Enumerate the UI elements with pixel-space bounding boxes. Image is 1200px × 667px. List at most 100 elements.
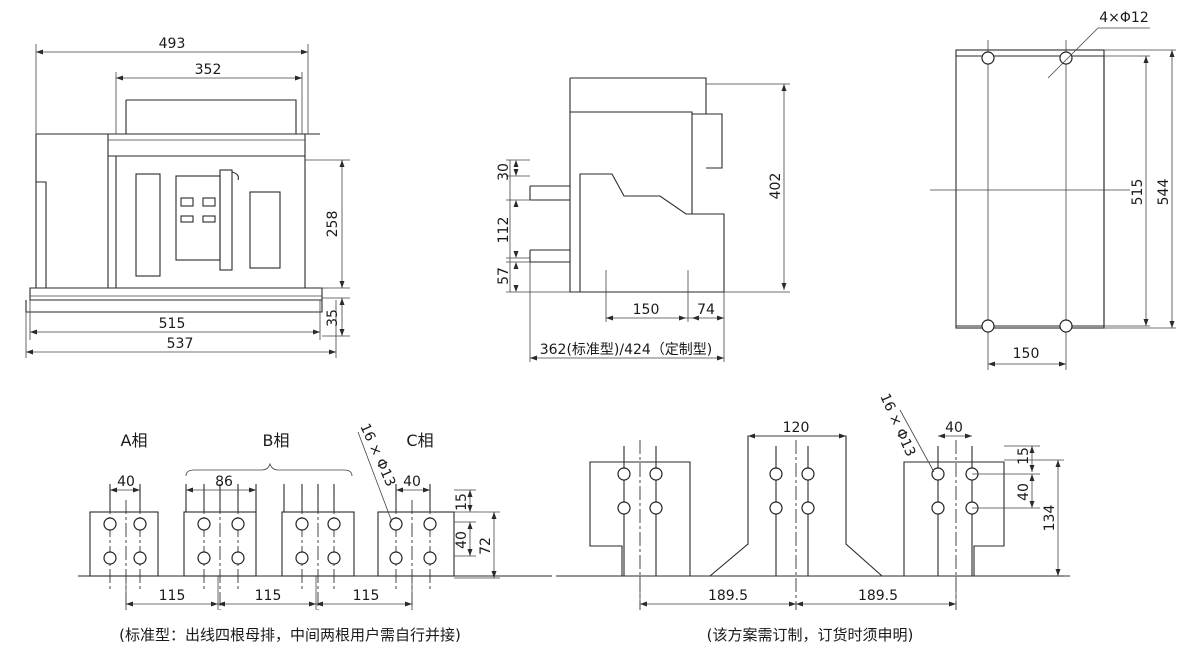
plate-a [89,511,159,577]
arrowhead-35 [249,487,256,493]
arrowhead-29 [1169,321,1175,328]
dim-544: 544 [1156,179,1172,206]
holes-standard [103,517,437,565]
plate-b2 [281,511,355,577]
arrowhead-21 [679,315,686,321]
mount-frame [955,49,1105,329]
label-phase-b: B相 [263,431,290,450]
arrowhead-18 [513,262,519,269]
dim-74: 74 [697,302,715,318]
dim-72: 72 [478,537,494,555]
dim-35: 35 [325,309,341,327]
dim-115-2: 115 [255,588,282,604]
arrowhead-12 [781,84,787,91]
arrowhead-56 [1029,474,1035,481]
mount-hole-br [1059,319,1073,333]
dim-40-custom: 40 [945,420,963,436]
arrowhead-22 [692,315,699,321]
dim-115-3: 115 [353,588,380,604]
arrowhead-0 [36,49,43,55]
dim-40-v: 40 [454,531,470,549]
dim-189-5-1: 189.5 [708,588,748,604]
arrowhead-30 [988,361,995,367]
plate-c [377,511,455,577]
plate-b1 [183,511,257,577]
dim-40-c: 40 [403,474,421,490]
arrowhead-14 [513,160,519,167]
indicator-4 [202,215,216,223]
label-16xphi13-b: 16 × Φ13 [876,391,918,459]
label-phase-c: C相 [406,431,433,450]
arrowhead-13 [781,283,787,290]
dim-362-424: 362(标准型)/424（定制型) [540,342,713,358]
dim-86: 86 [215,474,233,490]
dim-15-a: 15 [454,493,470,511]
dim-134: 134 [1042,505,1058,532]
arrowhead-3 [295,75,302,81]
arrowhead-2 [116,75,123,81]
dim-493: 493 [159,36,186,52]
arrowhead-1 [301,49,308,55]
arrowhead-5 [339,281,345,288]
dim-40-custom-v: 40 [1016,483,1032,501]
arrowhead-10 [26,349,33,355]
indicator-1 [180,197,194,207]
arrowhead-15 [513,169,519,176]
arrowhead-62 [796,601,803,607]
arrowhead-49 [491,571,497,578]
arrowhead-19 [513,285,519,292]
mount-hole-tl [981,51,995,65]
dim-150-mount: 150 [1013,346,1040,362]
arrowhead-61 [789,601,796,607]
mount-hole-bl [981,319,995,333]
side-view: 402 30 112 57 150 74 362(标准型)/424（定制型) [496,77,790,362]
dim-40-a: 40 [117,474,135,490]
caption-custom: (该方案需订制，订货时须申明) [707,626,914,644]
arrowhead-55 [1029,465,1035,472]
arrowhead-57 [1029,501,1035,508]
dim-115-1: 115 [159,588,186,604]
arrowhead-8 [30,329,37,335]
handle [219,169,233,271]
arrowhead-41 [309,601,316,607]
arrowhead-52 [938,433,945,439]
label-phase-a: A相 [121,431,148,450]
arrowhead-7 [339,329,345,336]
arrowhead-16 [513,200,519,207]
arrowhead-26 [1143,56,1149,63]
arrowhead-38 [126,601,133,607]
arrowhead-11 [329,349,336,355]
arrowhead-33 [133,487,140,493]
arrowhead-59 [1055,569,1061,576]
mount-hole-tr [1059,51,1073,65]
arrowhead-48 [491,512,497,519]
arrowhead-32 [110,487,117,493]
arrowhead-25 [717,355,724,361]
arrowhead-39 [211,601,218,607]
control-panel [175,175,221,261]
arrowhead-42 [316,601,323,607]
indicator-2 [202,197,216,207]
caption-standard: (标准型：出线四根母排，中间两根用户需自行并接) [119,626,461,644]
arrowhead-23 [717,315,724,321]
arrowhead-37 [423,487,430,493]
indicator-3 [180,215,194,223]
label-16xphi13-a: 16 × Φ13 [356,421,398,489]
arrowhead-50 [748,433,755,439]
holes-custom [617,467,979,515]
busbar-custom: 120 40 15 40 134 16 × Φ13 189.5 189.5 (该… [556,391,1070,644]
arrowhead-63 [949,601,956,607]
dim-150: 150 [633,302,660,318]
arrowhead-53 [965,433,972,439]
arrowhead-27 [1143,319,1149,326]
dim-402: 402 [768,173,784,200]
dim-258: 258 [325,211,341,238]
dim-189-5-2: 189.5 [858,588,898,604]
arrowhead-28 [1169,50,1175,57]
arrowhead-4 [339,160,345,167]
arrowhead-47 [467,549,473,556]
dimension-arrows [26,49,1175,607]
dim-112: 112 [496,217,512,244]
dim-30: 30 [496,163,512,181]
